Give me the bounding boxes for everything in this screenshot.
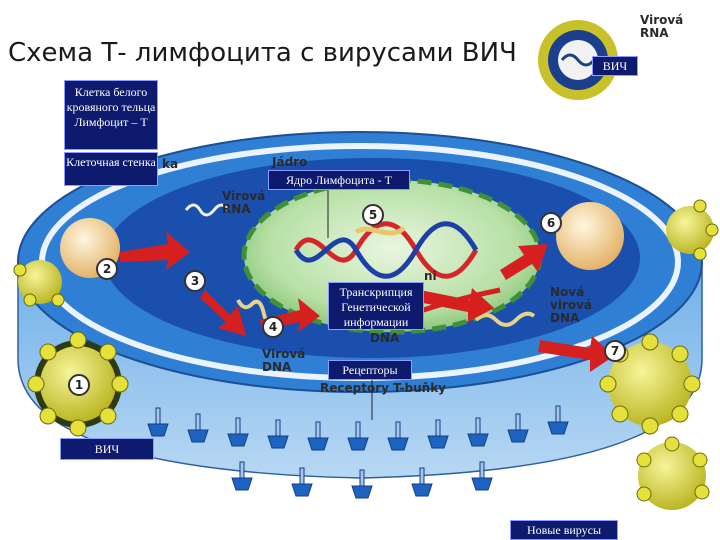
- virus-right-bottom: [636, 436, 710, 510]
- virus-left-upper: [13, 260, 65, 307]
- label-ka: ka: [162, 157, 179, 171]
- label-cell-wall: Клеточная стенка: [64, 152, 158, 186]
- step-marker-6: 6: [540, 212, 562, 234]
- label-ni: ni: [424, 269, 437, 283]
- label-hiv-top: ВИЧ: [592, 56, 638, 76]
- host-dna-strand-b: [293, 221, 479, 279]
- step-marker-4: 4: [262, 316, 284, 338]
- budding-virus-right: [556, 202, 624, 270]
- label-receptors: Рецепторы: [328, 360, 412, 380]
- label-virova-rna-inner: Virová RNA: [222, 189, 266, 216]
- label-nucleus: Ядро Лимфоцита - Т: [268, 170, 410, 190]
- label-receptory: Receptory T-buňky: [320, 381, 446, 395]
- virus-right-upper: [666, 199, 719, 261]
- viral-rna-squiggle: [184, 203, 230, 217]
- virus-top-right: [538, 20, 618, 100]
- step-marker-7: 7: [604, 340, 626, 362]
- arrow-2: [200, 290, 246, 336]
- page-title: Схема Т- лимфоцита с вирусами ВИЧ: [8, 38, 517, 68]
- label-hiv-left: ВИЧ: [60, 438, 154, 460]
- viral-dna-squiggle-right: [474, 311, 536, 327]
- receptors: [147, 405, 569, 499]
- arrow-6: [538, 336, 614, 372]
- label-virova-dna: Virová DNA: [262, 347, 306, 374]
- step-marker-3: 3: [184, 270, 206, 292]
- label-jadro: Jádro: [272, 155, 308, 169]
- label-transcription: Транскрипция Генетической информации: [328, 282, 424, 330]
- label-white-blood-cell: Клетка белого кровяного тельца Лимфоцит …: [64, 80, 158, 150]
- step-marker-1: 1: [68, 374, 90, 396]
- step-marker-2: 2: [96, 258, 118, 280]
- label-nova-virova-dna: Nová virová DNA: [550, 285, 593, 325]
- viral-dna-insert: [354, 225, 406, 236]
- label-dna: DNA: [370, 331, 400, 345]
- label-virova-rna-top: Virová RNA: [640, 13, 684, 40]
- step-marker-5: 5: [362, 204, 384, 226]
- arrow-5: [500, 244, 548, 280]
- arrow-1: [120, 232, 190, 270]
- label-new-viruses: Новые вирусы: [510, 520, 618, 540]
- host-dna-strand-a: [293, 221, 479, 279]
